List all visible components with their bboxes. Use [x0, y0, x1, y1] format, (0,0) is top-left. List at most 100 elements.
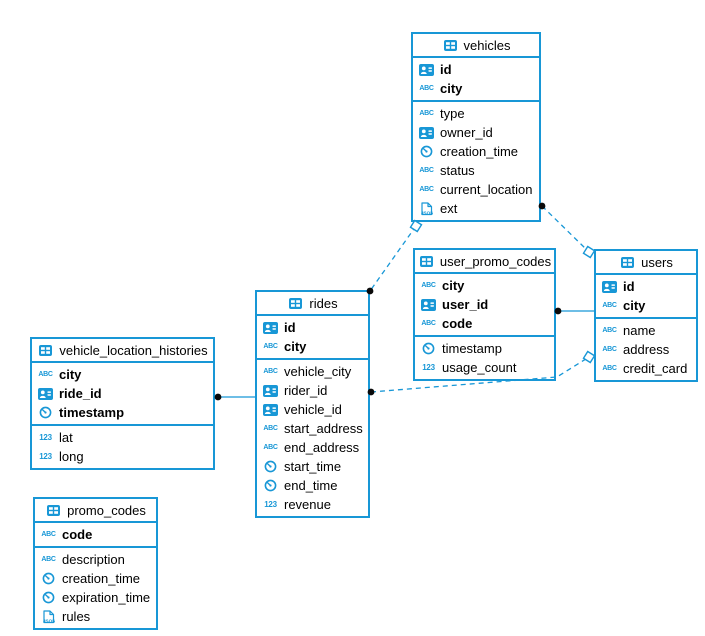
table-title: vehicle_location_histories [59, 342, 208, 358]
column-rider_id[interactable]: rider_id [257, 381, 368, 400]
column-label: code [442, 316, 473, 331]
column-id[interactable]: id [413, 60, 539, 79]
column-id[interactable]: id [257, 318, 368, 337]
abc-type-icon: ABC [263, 368, 278, 375]
column-timestamp[interactable]: timestamp [415, 339, 554, 358]
clock-type-icon [420, 342, 437, 355]
table-title: promo_codes [67, 502, 146, 518]
column-label: end_time [284, 478, 338, 493]
column-label: city [623, 298, 646, 313]
column-label: start_address [284, 421, 363, 436]
table-icon [45, 504, 62, 516]
column-creation_time[interactable]: creation_time [413, 142, 539, 161]
clock-type-icon [262, 460, 279, 473]
column-label: revenue [284, 497, 331, 512]
column-label: id [284, 320, 296, 335]
table-header[interactable]: user_promo_codes [415, 250, 554, 274]
column-label: start_time [284, 459, 342, 474]
column-ride_id[interactable]: ride_id [32, 384, 213, 403]
clock-type-icon [418, 145, 435, 158]
column-code[interactable]: ABC code [35, 525, 156, 544]
table-title: rides [309, 295, 338, 311]
table-header[interactable]: rides [257, 292, 368, 316]
columns-section: ABC description creation_time expiration_… [35, 548, 156, 628]
column-city[interactable]: ABC city [596, 296, 696, 315]
id-badge-icon [262, 403, 279, 416]
column-label: status [440, 163, 475, 178]
column-label: user_id [442, 297, 489, 312]
column-start_time[interactable]: start_time [257, 457, 368, 476]
column-label: creation_time [440, 144, 519, 159]
id-badge-icon [418, 63, 435, 76]
column-creation_time[interactable]: creation_time [35, 569, 156, 588]
column-owner_id[interactable]: owner_id [413, 123, 539, 142]
table-header[interactable]: promo_codes [35, 499, 156, 523]
abc-type-icon: ABC [602, 346, 617, 353]
column-user_id[interactable]: user_id [415, 295, 554, 314]
abc-type-icon: ABC [41, 531, 56, 538]
column-status[interactable]: ABC status [413, 161, 539, 180]
column-expiration_time[interactable]: expiration_time [35, 588, 156, 607]
column-label: code [62, 527, 93, 542]
table-icon [418, 255, 435, 267]
column-vehicle_id[interactable]: vehicle_id [257, 400, 368, 419]
column-label: type [440, 106, 465, 121]
column-label: end_address [284, 440, 360, 455]
column-description[interactable]: ABC description [35, 550, 156, 569]
column-label: id [623, 279, 635, 294]
table-header[interactable]: vehicle_location_histories [32, 339, 213, 363]
abc-type-icon: ABC [419, 167, 434, 174]
123-type-icon: 123 [39, 432, 52, 442]
column-label: rider_id [284, 383, 328, 398]
id-badge-icon [262, 384, 279, 397]
abc-type-icon: ABC [602, 302, 617, 309]
id-badge-icon [262, 321, 279, 334]
column-timestamp[interactable]: timestamp [32, 403, 213, 422]
table-header[interactable]: users [596, 251, 696, 275]
id-badge-icon [420, 298, 437, 311]
table-title: vehicles [463, 37, 511, 53]
clock-type-icon [262, 479, 279, 492]
clock-type-icon [37, 406, 54, 419]
column-label: description [62, 552, 125, 567]
column-id[interactable]: id [596, 277, 696, 296]
table-title: users [641, 254, 673, 270]
column-label: owner_id [440, 125, 493, 140]
column-end_time[interactable]: end_time [257, 476, 368, 495]
table-header[interactable]: vehicles [413, 34, 539, 58]
column-label: ride_id [59, 386, 102, 401]
abc-type-icon: ABC [41, 556, 56, 563]
abc-type-icon: ABC [602, 327, 617, 334]
